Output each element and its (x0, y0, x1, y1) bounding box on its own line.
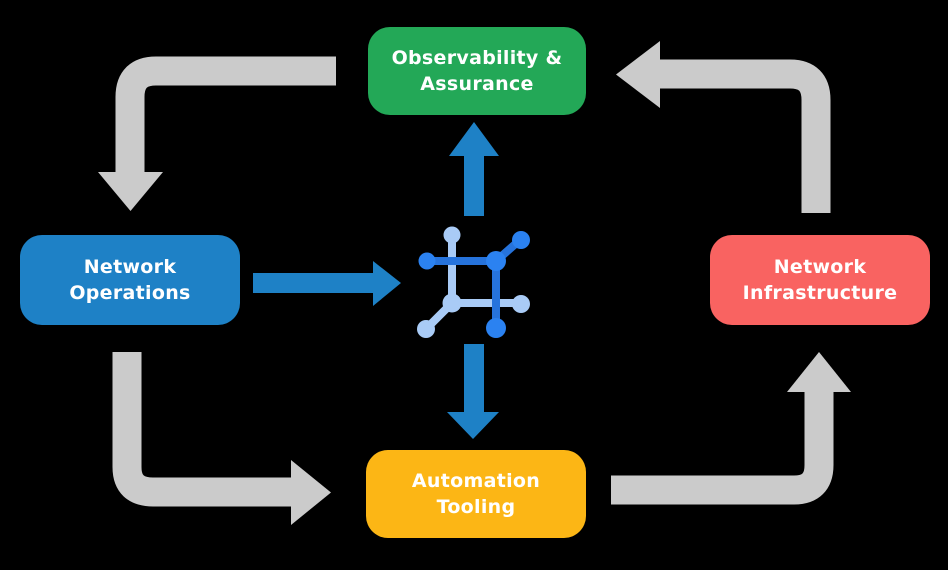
arrow-observability-to-operations (98, 56, 336, 211)
arrow-operations-to-automation (112, 352, 331, 525)
node-observability-assurance: Observability & Assurance (368, 27, 586, 115)
node-automation-tooling: Automation Tooling (366, 450, 586, 538)
node-label: Automation Tooling (411, 469, 541, 518)
arrow-automation-to-infrastructure (611, 352, 851, 505)
node-label: Network Operations (69, 255, 191, 304)
arrow-center-to-observability (449, 122, 499, 216)
arrow-infrastructure-to-observability (616, 41, 831, 213)
arrow-center-to-automation (447, 344, 499, 439)
node-label: Observability & Assurance (391, 46, 563, 95)
node-network-operations: Network Operations (20, 235, 240, 325)
node-label: Network Infrastructure (742, 255, 898, 304)
network-mesh-icon (417, 226, 530, 338)
node-network-infrastructure: Network Infrastructure (710, 235, 930, 325)
arrow-operations-to-center (253, 261, 401, 306)
